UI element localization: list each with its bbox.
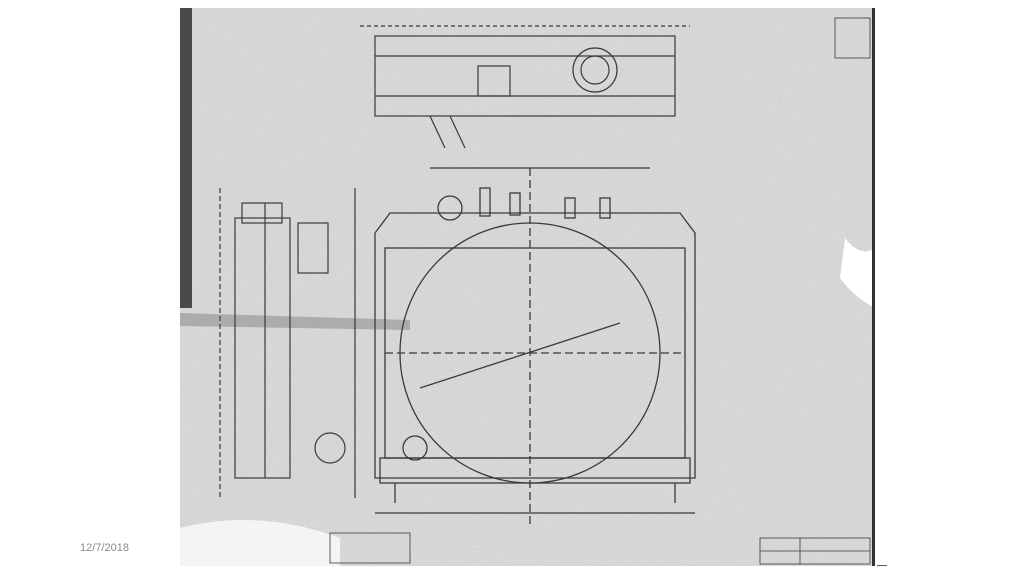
fold-crease (180, 313, 410, 330)
top-view (360, 25, 690, 149)
side-view (219, 188, 356, 498)
radiator-blueprint-image (180, 8, 875, 566)
torn-bottom (180, 520, 340, 566)
left-edge-shadow (180, 8, 192, 308)
blueprint-drawing (180, 8, 875, 566)
title-block (329, 17, 871, 565)
slide-date: 12/7/2018 (80, 542, 129, 554)
image-corner-mark (877, 565, 887, 566)
torn-edge (840, 238, 875, 308)
front-view (374, 167, 696, 528)
